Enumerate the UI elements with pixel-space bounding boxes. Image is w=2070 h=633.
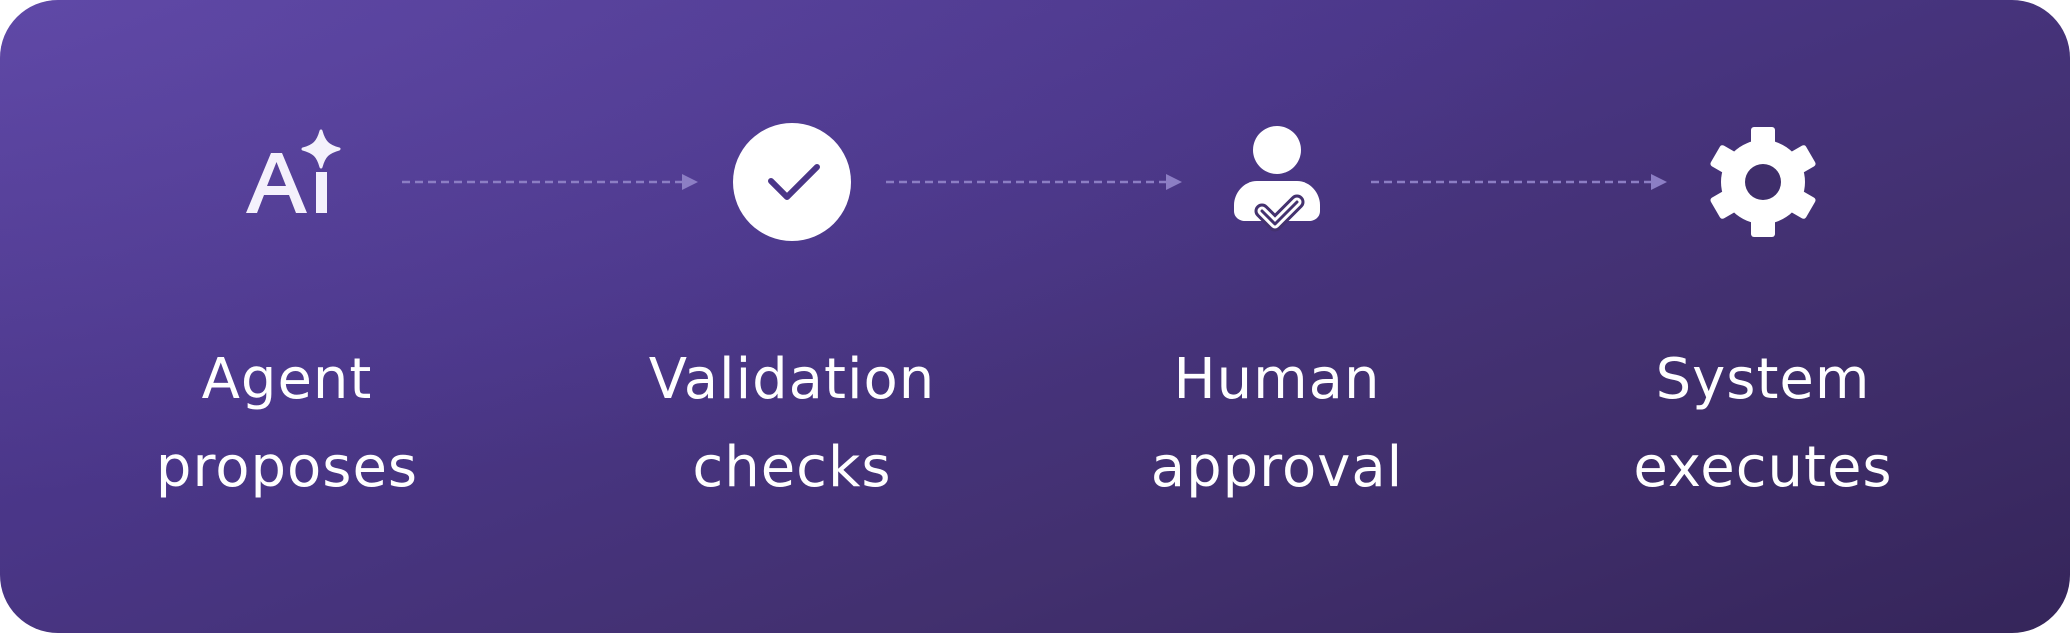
connector-arrow-1 — [402, 174, 698, 190]
person-check-icon — [1234, 126, 1320, 232]
step-label-human-approval: Human approval — [1057, 336, 1497, 512]
step-label-agent-proposes: Agent proposes — [67, 336, 507, 512]
step-4-line-2: executes — [1633, 435, 1893, 500]
ai-sparkle-icon — [246, 129, 341, 213]
step-4-line-1: System — [1655, 347, 1871, 412]
step-1-line-2: proposes — [155, 435, 419, 500]
gear-icon — [1710, 127, 1816, 237]
step-label-validation-checks: Validation checks — [572, 336, 1012, 512]
step-2-line-2: checks — [692, 435, 892, 500]
step-2-line-1: Validation — [648, 347, 936, 412]
check-circle-icon — [733, 123, 851, 241]
step-label-system-executes: System executes — [1543, 336, 1983, 512]
step-3-line-2: approval — [1150, 435, 1404, 500]
connector-arrow-2 — [886, 174, 1182, 190]
step-3-line-1: Human — [1173, 347, 1381, 412]
connector-arrow-3 — [1371, 174, 1667, 190]
step-1-line-1: Agent — [201, 347, 373, 412]
